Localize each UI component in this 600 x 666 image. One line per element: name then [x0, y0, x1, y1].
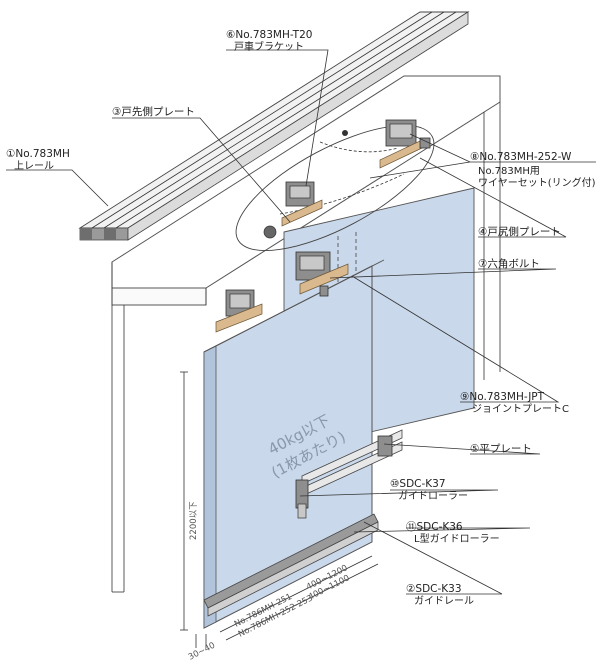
callout-guide-roller-code: ⑩SDC-K37: [390, 478, 446, 490]
dim-height-label: 2200以下: [189, 501, 199, 540]
callout-hex-bolt-label: ⑦六角ボルト: [478, 258, 540, 270]
wire-set: [279, 141, 405, 215]
roller-bracket-ellipse-left: [263, 181, 323, 239]
dimension-lines: [180, 371, 379, 648]
joint-plate-and-guide-rollers: [295, 429, 403, 519]
callout-wire-set-code: ⑧No.783MH-252-W: [470, 151, 572, 163]
callout-flat-plate-label: ⑤平プレート: [470, 443, 532, 455]
callout-guide-roller: ⑩SDC-K37 ガイドローラー: [390, 478, 468, 502]
callout-roller-bracket: ⑥No.783MH-T20 戸車ブラケット: [226, 29, 312, 53]
callout-door-tip-plate: ③戸先側プレート: [112, 105, 195, 118]
callout-l-guide-roller-name: L型ガイドローラー: [414, 532, 500, 545]
callout-door-tail-plate: ④戸尻側プレート: [478, 225, 561, 238]
callout-flat-plate: ⑤平プレート: [470, 443, 532, 455]
callout-door-tip-plate-label: ③戸先側プレート: [112, 105, 195, 118]
roller-bracket-ellipse-right: [379, 119, 431, 169]
callout-guide-rail-name: ガイドレール: [414, 595, 474, 607]
callout-guide-rail: ②SDC-K33 ガイドレール: [406, 583, 474, 607]
callout-wire-set-name: ワイヤーセット(リング付): [478, 176, 596, 189]
roller-bracket-left: [215, 289, 263, 333]
callout-guide-roller-name: ガイドローラー: [398, 490, 468, 502]
upper-rail: [78, 11, 470, 241]
roller-bracket-center: [295, 251, 349, 297]
callout-upper-rail: ①No.783MH 上レール: [6, 148, 70, 172]
callout-hex-bolt: ⑦六角ボルト: [478, 258, 540, 270]
dim-gap-label: 30~40: [187, 641, 217, 663]
callout-joint-plate-code: ⑨No.783MH-JPT: [460, 391, 545, 403]
callout-l-guide-roller: ⑪SDC-K36 L型ガイドローラー: [406, 521, 500, 545]
leader-lines: [6, 49, 596, 595]
callout-joint-plate: ⑨No.783MH-JPT ジョイントプレートC: [460, 391, 569, 415]
callout-joint-plate-name: ジョイントプレートC: [472, 403, 569, 415]
wire-ring-icon: [342, 130, 348, 136]
detail-ellipse: [235, 124, 435, 252]
callout-wire-set-for: No.783MH用: [478, 166, 540, 177]
callout-roller-bracket-code: ⑥No.783MH-T20: [226, 29, 312, 41]
callout-roller-bracket-name: 戸車ブラケット: [234, 40, 304, 53]
callout-upper-rail-code: ①No.783MH: [6, 148, 70, 160]
callout-door-tail-plate-label: ④戸尻側プレート: [478, 225, 561, 238]
callout-guide-rail-code: ②SDC-K33: [406, 583, 462, 595]
callout-wire-set: ⑧No.783MH-252-W No.783MH用 ワイヤーセット(リング付): [470, 151, 596, 189]
guide-rail: [203, 513, 379, 617]
callout-l-guide-roller-code: ⑪SDC-K36: [406, 521, 463, 533]
callout-upper-rail-name: 上レール: [14, 160, 54, 172]
